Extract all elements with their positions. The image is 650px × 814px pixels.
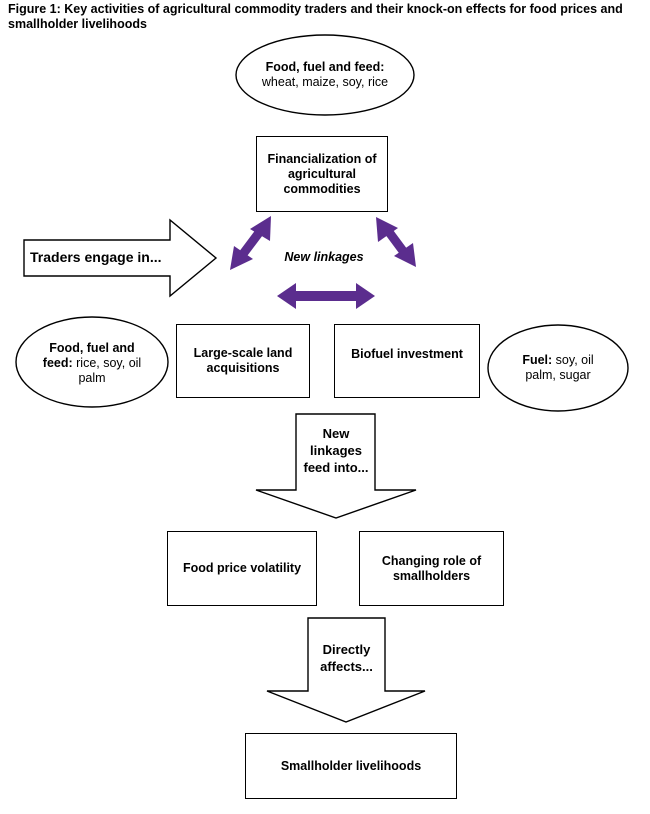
smallholders-role-label: Changing role of smallholders [381,553,482,583]
affects-arrow-shape [266,617,426,723]
traders-arrow-shape [23,218,218,298]
financialization-box: Financialization of agricultural commodi… [256,136,388,212]
ellipse-top-bold: Food, fuel and feed: [265,60,385,74]
land-acquisitions-box: Large-scale land acquisitions [176,324,310,398]
affects-arrow-label: Directly affects... [320,642,373,674]
ellipse-left-bold: Food, fuel and feed: [42,340,135,370]
ellipse-top-text: wheat, maize, soy, rice [261,75,389,89]
ellipse-top: Food, fuel and feed: wheat, maize, soy, … [252,44,398,106]
figure-title: Figure 1: Key activities of agricultural… [8,2,623,31]
linkage-arrow-right [376,217,416,267]
new-linkages-label: New linkages [284,250,364,264]
linkage-arrow-horizontal [277,283,375,309]
feed-arrow-label: New linkages feed into... [303,426,369,475]
smallholder-livelihoods-box: Smallholder livelihoods [245,733,457,799]
biofuel-label: Biofuel investment [351,347,463,361]
food-price-volatility-box: Food price volatility [167,531,317,606]
ellipse-top-shape [235,34,415,116]
traders-arrow-label: Traders engage in... [30,249,162,265]
ellipse-right-bold: Fuel: [522,353,553,367]
smallholder-livelihoods-label: Smallholder livelihoods [280,758,422,773]
ellipse-left-shape [15,316,169,408]
ellipse-right-text: soy, oil palm, sugar [525,353,594,382]
ellipse-left-text: rice, soy, oil palm [76,355,142,385]
biofuel-box: Biofuel investment [334,324,480,398]
ellipse-right: Fuel: soy, oil palm, sugar [506,344,610,392]
financialization-label: Financialization of agricultural commodi… [267,151,377,196]
linkage-arrow-left [230,216,271,270]
feed-arrow-shape [255,413,417,519]
ellipse-right-shape [487,324,629,412]
smallholders-role-box: Changing role of smallholders [359,531,504,606]
food-price-volatility-label: Food price volatility [182,561,302,575]
land-acquisitions-label: Large-scale land acquisitions [193,346,293,375]
ellipse-left: Food, fuel and feed: rice, soy, oil palm [36,336,148,390]
